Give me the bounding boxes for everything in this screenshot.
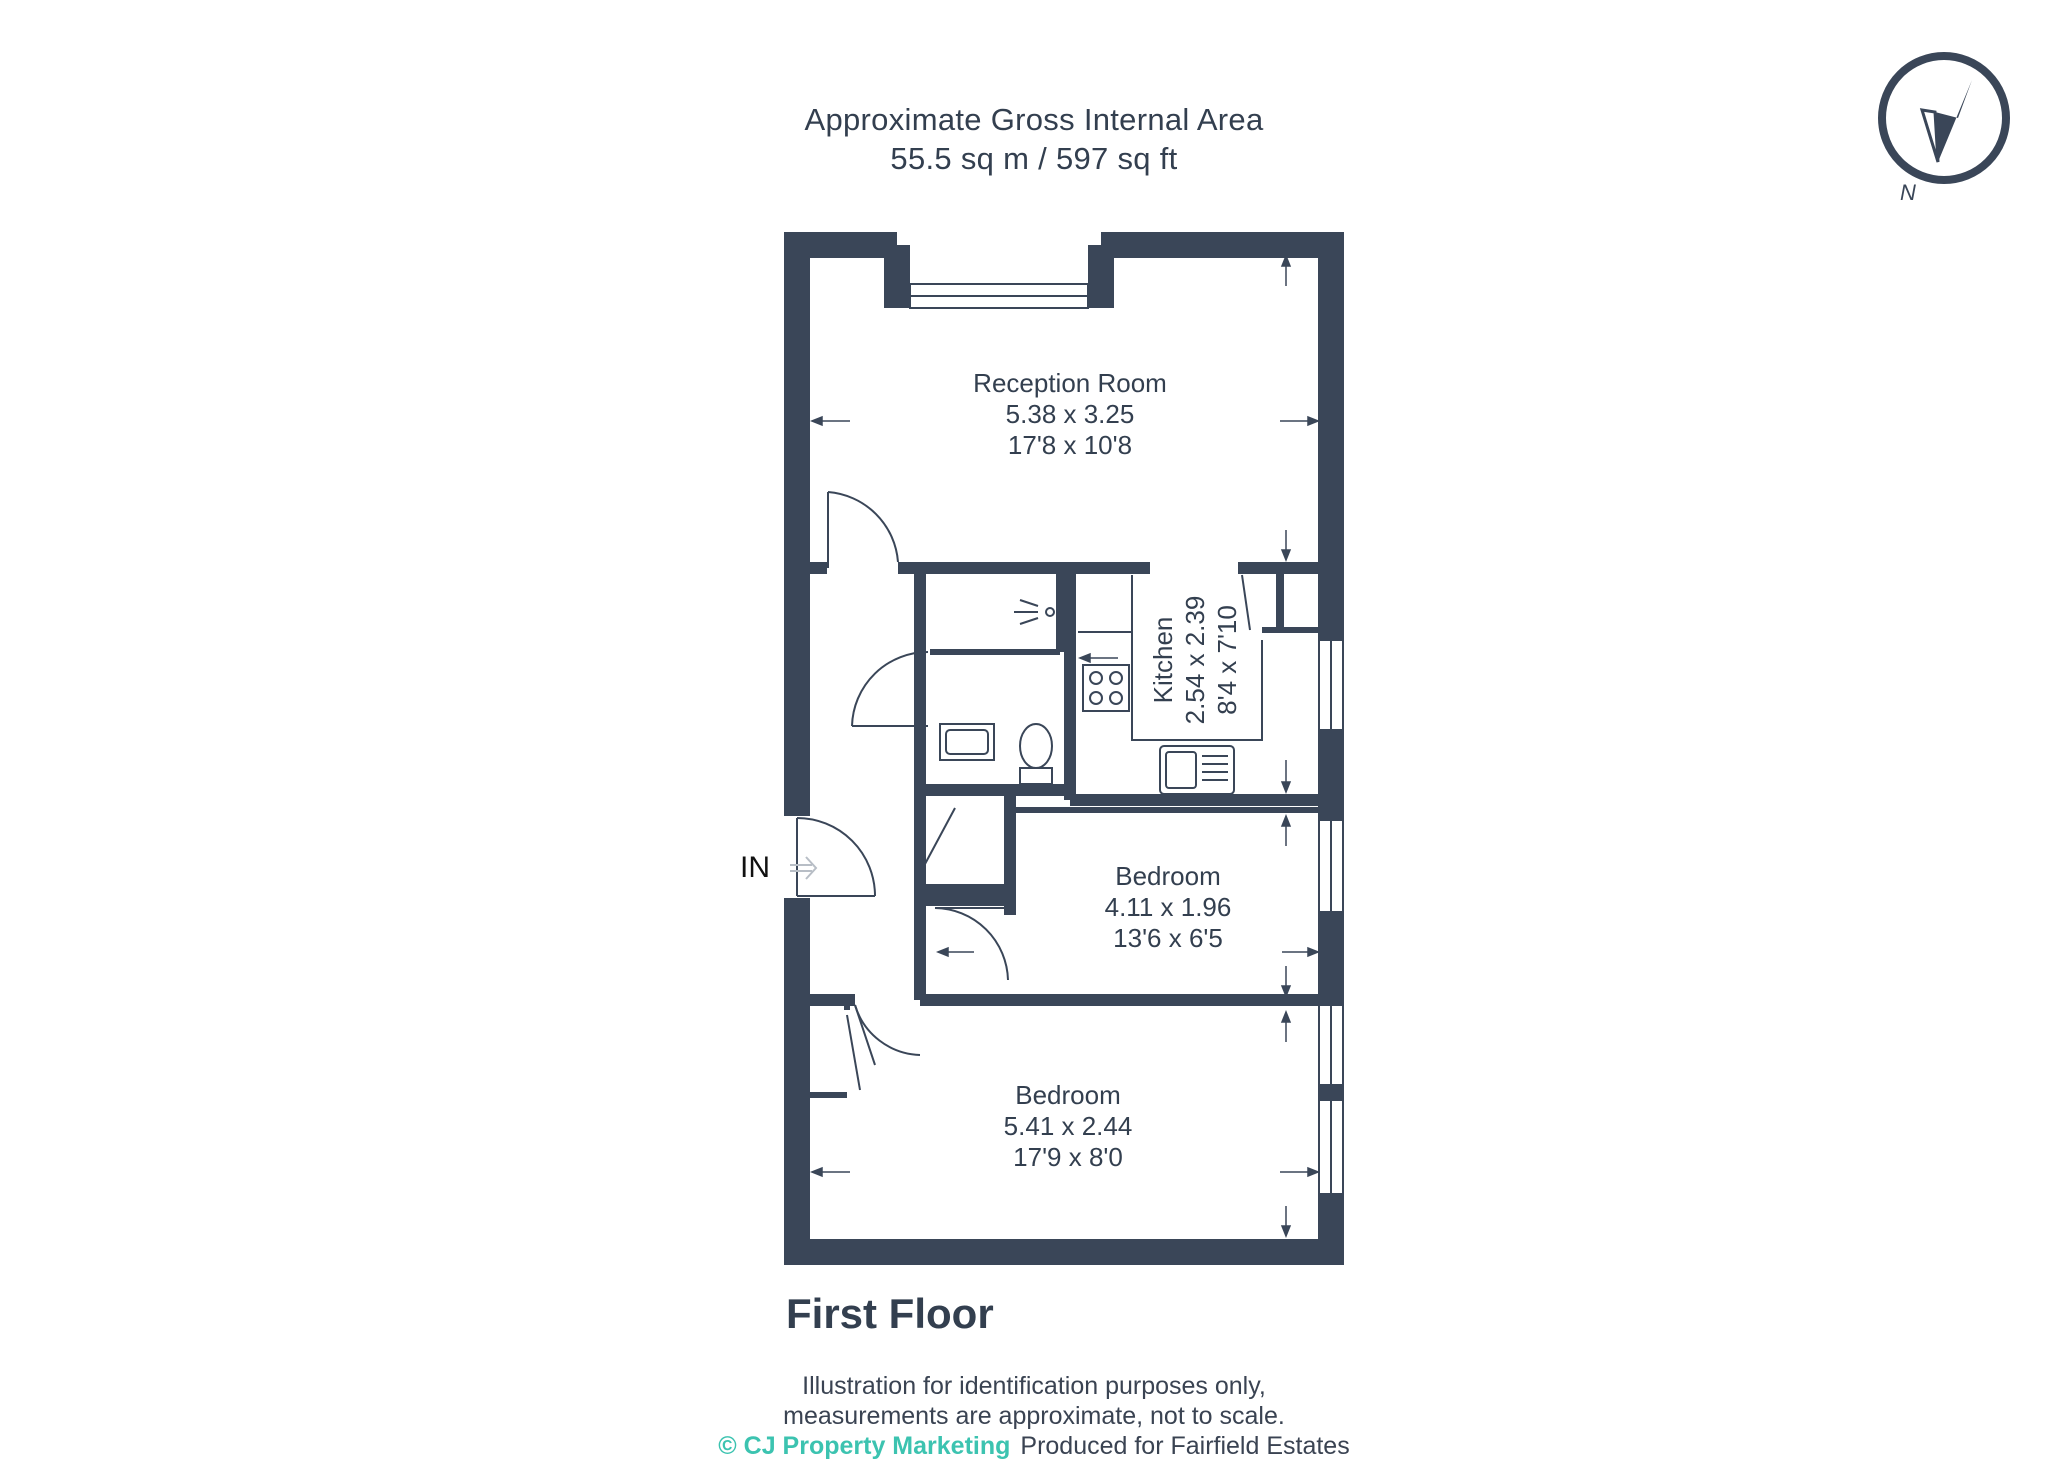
bedroom1-name: Bedroom <box>1115 861 1221 891</box>
disclaimer-line-2: measurements are approximate, not to sca… <box>783 1402 1285 1430</box>
reception-name: Reception Room <box>973 368 1167 398</box>
window-top <box>909 283 1089 309</box>
disclaimer-line-1: Illustration for identification purposes… <box>802 1372 1266 1400</box>
compass-icon: N <box>1878 52 2010 205</box>
footer: Illustration for identification purposes… <box>0 1371 2048 1461</box>
shower-icon <box>1014 599 1055 625</box>
reception-label: Reception Room 5.38 x 3.25 17'8 x 10'8 <box>973 368 1167 460</box>
credits: © CJ Property Marketing Produced for Fair… <box>0 1431 2048 1461</box>
entrance-arrow-icon <box>790 856 818 880</box>
toilet-icon <box>1019 723 1053 785</box>
doors <box>796 491 1251 1091</box>
bedroom1-label: Bedroom 4.11 x 1.96 13'6 x 6'5 <box>1105 861 1232 953</box>
kitchen-imperial: 8'4 x 7'10 <box>1212 605 1242 715</box>
produced-for: Produced for Fairfield Estates <box>1020 1432 1350 1460</box>
kitchen-name: Kitchen <box>1148 617 1178 704</box>
basin-icon <box>939 723 995 761</box>
dimension-arrows <box>809 253 1321 1239</box>
bedroom2-imperial: 17'9 x 8'0 <box>1013 1142 1123 1172</box>
bedroom1-imperial: 13'6 x 6'5 <box>1113 923 1223 953</box>
bedroom2-name: Bedroom <box>1015 1080 1121 1110</box>
kitchen-label: Kitchen 2.54 x 2.39 8'4 x 7'10 <box>1148 596 1242 725</box>
sink-icon <box>1159 745 1235 795</box>
windows-right <box>1318 639 1344 1195</box>
area-value: 55.5 sq m / 597 sq ft <box>890 141 1178 176</box>
compass-label: N <box>1900 180 1916 205</box>
brand-credit: © CJ Property Marketing <box>718 1432 1011 1460</box>
reception-metric: 5.38 x 3.25 <box>1006 399 1135 429</box>
bedroom2-label: Bedroom 5.41 x 2.44 17'9 x 8'0 <box>1004 1080 1133 1172</box>
area-title: Approximate Gross Internal Area <box>804 102 1264 137</box>
kitchen-worktop <box>1078 575 1263 741</box>
entrance-label: IN <box>740 851 770 884</box>
kitchen-metric: 2.54 x 2.39 <box>1180 596 1210 725</box>
bedroom1-metric: 4.11 x 1.96 <box>1105 892 1232 922</box>
bedroom2-metric: 5.41 x 2.44 <box>1004 1111 1133 1141</box>
floor-title: First Floor <box>786 1290 994 1337</box>
interior-walls <box>810 562 1318 1098</box>
hob-icon <box>1082 664 1130 712</box>
area-header: Approximate Gross Internal Area 55.5 sq … <box>0 100 2048 178</box>
reception-imperial: 17'8 x 10'8 <box>1008 430 1132 460</box>
